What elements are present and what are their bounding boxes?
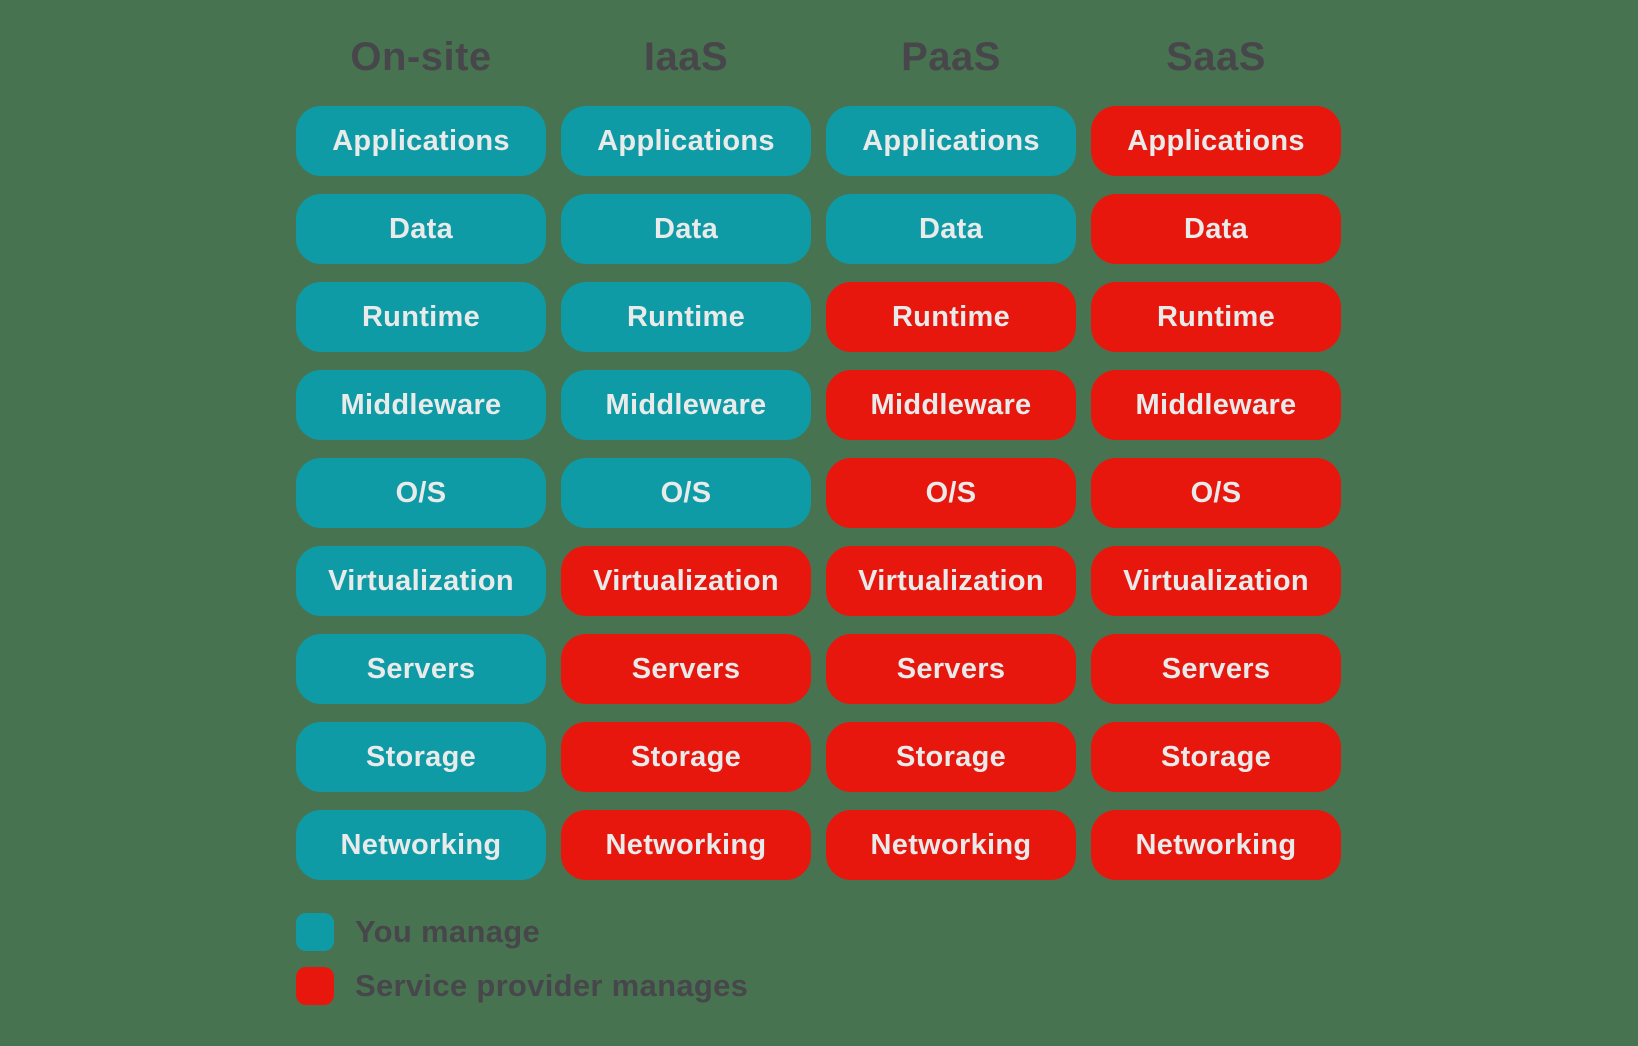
- legend-item-service-provider-manages: Service provider manages: [296, 967, 748, 1005]
- layer-pill-on-site-o-s: O/S: [296, 458, 546, 528]
- layer-pill-saas-servers: Servers: [1091, 634, 1341, 704]
- layer-pill-iaas-servers: Servers: [561, 634, 811, 704]
- legend-item-you-manage: You manage: [296, 913, 748, 951]
- column-header-saas: SaaS: [1166, 35, 1266, 79]
- layer-pill-saas-o-s: O/S: [1091, 458, 1341, 528]
- layer-pill-paas-data: Data: [826, 194, 1076, 264]
- layer-pill-paas-servers: Servers: [826, 634, 1076, 704]
- layer-pill-saas-data: Data: [1091, 194, 1341, 264]
- layer-pill-paas-virtualization: Virtualization: [826, 546, 1076, 616]
- legend-label: You manage: [355, 914, 541, 949]
- layer-pill-iaas-runtime: Runtime: [561, 282, 811, 352]
- column-header-iaas: IaaS: [643, 35, 729, 79]
- layer-pill-paas-storage: Storage: [826, 722, 1076, 792]
- layer-pill-iaas-networking: Networking: [561, 810, 811, 880]
- layer-pill-saas-virtualization: Virtualization: [1091, 546, 1341, 616]
- layer-pill-on-site-runtime: Runtime: [296, 282, 546, 352]
- layer-pill-iaas-storage: Storage: [561, 722, 811, 792]
- layer-pill-paas-runtime: Runtime: [826, 282, 1076, 352]
- layer-pill-iaas-middleware: Middleware: [561, 370, 811, 440]
- layer-pill-paas-middleware: Middleware: [826, 370, 1076, 440]
- layer-pill-saas-applications: Applications: [1091, 106, 1341, 176]
- layer-pill-on-site-storage: Storage: [296, 722, 546, 792]
- layer-pill-on-site-networking: Networking: [296, 810, 546, 880]
- layer-pill-iaas-applications: Applications: [561, 106, 811, 176]
- layer-pill-on-site-servers: Servers: [296, 634, 546, 704]
- layer-pill-paas-networking: Networking: [826, 810, 1076, 880]
- layer-pill-on-site-middleware: Middleware: [296, 370, 546, 440]
- layer-pill-iaas-o-s: O/S: [561, 458, 811, 528]
- layer-pill-iaas-data: Data: [561, 194, 811, 264]
- layer-pill-paas-applications: Applications: [826, 106, 1076, 176]
- layer-pill-paas-o-s: O/S: [826, 458, 1076, 528]
- layer-pill-on-site-virtualization: Virtualization: [296, 546, 546, 616]
- layer-pill-saas-runtime: Runtime: [1091, 282, 1341, 352]
- layer-pill-saas-storage: Storage: [1091, 722, 1341, 792]
- legend-swatch-provider-icon: [296, 967, 334, 1005]
- column-header-on-site: On-site: [350, 35, 492, 79]
- layer-pill-on-site-applications: Applications: [296, 106, 546, 176]
- column-headers: On-site IaaS PaaS SaaS: [296, 34, 1341, 80]
- layer-pill-on-site-data: Data: [296, 194, 546, 264]
- layer-pill-iaas-virtualization: Virtualization: [561, 546, 811, 616]
- layer-pill-saas-middleware: Middleware: [1091, 370, 1341, 440]
- legend-label: Service provider manages: [355, 968, 749, 1003]
- column-header-paas: PaaS: [901, 35, 1001, 79]
- layer-pill-saas-networking: Networking: [1091, 810, 1341, 880]
- legend-swatch-you-icon: [296, 913, 334, 951]
